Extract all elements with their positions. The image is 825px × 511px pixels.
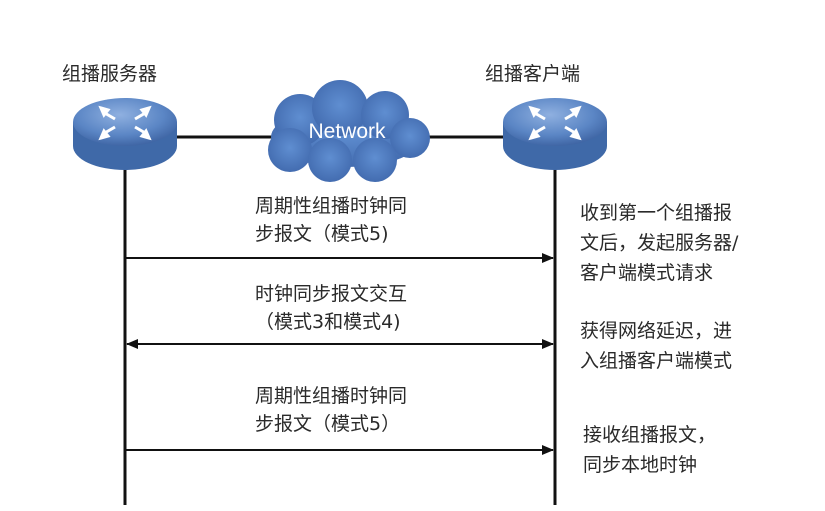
client-router-icon xyxy=(503,98,607,170)
network-cloud-icon xyxy=(268,80,430,182)
message-2-line-1: 时钟同步报文交互 xyxy=(255,283,408,305)
note-2-line-2: 入组播客户端模式 xyxy=(580,350,733,372)
message-3-line-1: 周期性组播时钟同 xyxy=(255,385,408,407)
server-router-icon xyxy=(73,98,177,170)
note-1: 收到第一个组播报 文后，发起服务器/ 客户端模式请求 xyxy=(580,198,738,288)
note-3-line-2: 同步本地时钟 xyxy=(583,454,698,476)
note-1-line-3: 客户端模式请求 xyxy=(580,262,714,284)
message-1-label: 周期性组播时钟同 步报文（模式5) xyxy=(255,192,407,248)
message-3-line-2: 步报文（模式5） xyxy=(255,413,401,435)
server-label: 组播服务器 xyxy=(62,63,158,85)
message-1-line-1: 周期性组播时钟同 xyxy=(255,195,408,217)
network-label: Network xyxy=(308,120,386,143)
note-1-line-2: 文后，发起服务器/ xyxy=(580,232,739,254)
message-2-label: 时钟同步报文交互 （模式3和模式4) xyxy=(255,280,407,336)
note-3: 接收组播报文， 同步本地时钟 xyxy=(583,420,716,480)
note-2-line-1: 获得网络延迟，进 xyxy=(580,320,733,342)
note-2: 获得网络延迟，进 入组播客户端模式 xyxy=(580,316,732,376)
message-1-line-2: 步报文（模式5) xyxy=(255,223,389,245)
note-1-line-1: 收到第一个组播报 xyxy=(580,202,733,224)
message-3-label: 周期性组播时钟同 步报文（模式5） xyxy=(255,382,407,438)
client-label: 组播客户端 xyxy=(485,63,581,85)
message-2-line-2: （模式3和模式4) xyxy=(255,311,401,333)
note-3-line-1: 接收组播报文， xyxy=(583,424,717,446)
